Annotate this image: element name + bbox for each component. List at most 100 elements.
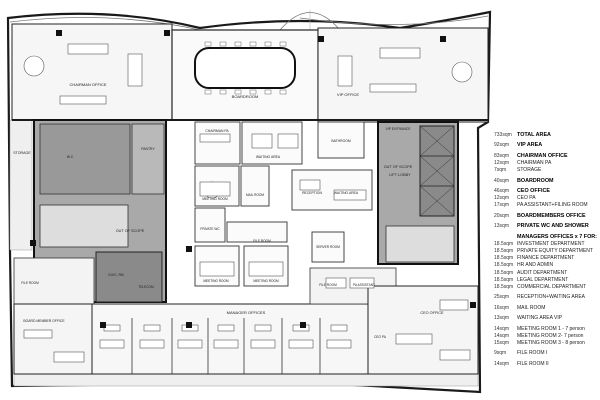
file-room-left-room bbox=[13, 257, 95, 305]
legend-area: 15sqm bbox=[494, 339, 510, 346]
legend-row: 46sqm CEO OFFICE bbox=[494, 188, 598, 195]
legend-area: 20sqm bbox=[494, 212, 510, 219]
legend-row: 13sqm PRIVATE WC AND SHOWER bbox=[494, 223, 598, 230]
label-board-member-office: BOARD MEMBER OFFICE bbox=[23, 319, 65, 323]
label-file-room-right: FILE ROOM bbox=[319, 283, 337, 287]
stair-left bbox=[39, 204, 129, 248]
legend-name: TOTAL AREA bbox=[517, 132, 551, 138]
legend-name: CHAIRMAN PA bbox=[517, 159, 552, 166]
legend-area: 7sqm bbox=[494, 167, 507, 174]
legend-row: 14sqm MEETING ROOM 2- 7 person bbox=[494, 333, 598, 340]
legend-name: CEO OFFICE bbox=[517, 187, 550, 194]
legend-row: MANAGERS OFFICES x 7 FOR: bbox=[494, 234, 598, 241]
curtain-wall-top bbox=[9, 17, 201, 31]
legend-name: MEETING ROOM 1 - 7 person bbox=[517, 325, 585, 332]
label-meeting-room-3: MEETING ROOM bbox=[253, 279, 279, 283]
wc-block bbox=[39, 123, 131, 195]
legend-name: MANAGERS OFFICES x 7 FOR: bbox=[517, 233, 597, 240]
legend-area: 18.5sqm bbox=[494, 269, 514, 276]
legend-area: 14sqm bbox=[494, 325, 510, 332]
boardroom-chairs bbox=[204, 41, 287, 95]
label-bathroom: BATHROOM bbox=[331, 139, 351, 143]
boardroom-table bbox=[194, 47, 296, 89]
label-storage: STORAGE bbox=[13, 151, 31, 155]
elec-telecom-block bbox=[95, 251, 163, 303]
furniture bbox=[23, 43, 473, 363]
label-reception: RECEPTION bbox=[302, 191, 322, 195]
perimeter-strip-left bbox=[9, 119, 33, 251]
room-labels: CHAIRMAN OFFICE VIP OFFICE BOARDROOM STO… bbox=[13, 82, 444, 339]
legend-name: FINANCE DEPARTMENT bbox=[517, 255, 575, 262]
legend-area: 14sqm bbox=[494, 360, 510, 367]
legend-area: 18.5sqm bbox=[494, 247, 514, 254]
legend-name: COMMERCIAL DEPARTMENT bbox=[517, 283, 587, 290]
legend-area: 733sqm bbox=[494, 132, 512, 138]
label-chairman-office: CHAIRMAN OFFICE bbox=[69, 82, 106, 87]
legend-row: 20sqm BOARDMEMBERS OFFICE bbox=[494, 213, 598, 220]
label-wc: W.C bbox=[67, 155, 74, 159]
label-file-room-mid: FILE ROOM bbox=[253, 239, 271, 243]
legend-area: 18.5sqm bbox=[494, 276, 514, 283]
legend-name: BOARDMEMBERS OFFICE bbox=[517, 212, 586, 219]
label-pa-assistant: PA ASSISTANT bbox=[353, 283, 375, 287]
label-meeting-room-1: MEETING ROOM bbox=[202, 197, 228, 201]
legend-name: CHAIRMAN OFFICE bbox=[517, 152, 568, 159]
manager-office-partitions bbox=[131, 318, 321, 374]
legend-name: AUDIT DEPARTMENT bbox=[517, 269, 568, 276]
legend-area: 92sqm bbox=[494, 142, 510, 149]
label-out-of-scope-right: OUT OF SCOPE bbox=[384, 165, 413, 169]
legend-row: 12sqm CEO PA bbox=[494, 195, 598, 202]
legend-name: PA ASSISTANT+FILING ROOM bbox=[517, 202, 588, 209]
legend-area: 46sqm bbox=[494, 187, 510, 194]
label-ceo-office: CEO OFFICE bbox=[420, 311, 444, 315]
legend-name: MEETING ROOM 2- 7 person bbox=[517, 332, 584, 339]
legend-area: 16sqm bbox=[494, 304, 510, 311]
curtain-wall-top-right bbox=[299, 15, 489, 25]
pantry-block bbox=[131, 123, 165, 195]
label-lift-lobby: LIFT LOBBY bbox=[389, 173, 411, 177]
legend-name: INVESTMENT DEPARTMENT bbox=[517, 240, 585, 247]
label-pantry: PANTRY bbox=[141, 147, 155, 151]
legend-row: 40sqm BOARDROOM bbox=[494, 178, 598, 185]
legend-name: HR AND ADMIN bbox=[517, 262, 554, 269]
label-vip-office: VIP OFFICE bbox=[337, 92, 359, 97]
legend-name: LEGAL DEPARTMENT bbox=[517, 276, 569, 283]
legend-row: 14sqm MEETING ROOM 1 - 7 person bbox=[494, 326, 598, 333]
label-telecom: TELECOM bbox=[138, 285, 154, 289]
legend-name: BOARDROOM bbox=[517, 177, 554, 184]
columns bbox=[30, 30, 476, 328]
legend-area: 14sqm bbox=[494, 332, 510, 339]
label-ceo-pa: CEO PA bbox=[374, 335, 387, 339]
legend-name: VIP AREA bbox=[517, 142, 543, 149]
label-private-wc: PRIVATE WC bbox=[200, 227, 220, 231]
legend-area: 40sqm bbox=[494, 177, 510, 184]
legend-name: CEO PA bbox=[517, 195, 536, 202]
board-member-office-room bbox=[13, 303, 93, 375]
legend-name: PRIVATE EQUITY DEPARTMENT bbox=[517, 247, 593, 254]
label-boardroom: BOARDROOM bbox=[232, 94, 259, 99]
label-out-of-scope-left: OUT OF SCOPE bbox=[116, 229, 145, 233]
legend-area: 12sqm bbox=[494, 159, 510, 166]
legend-name: PRIVATE WC AND SHOWER bbox=[517, 223, 589, 230]
legend-area: 18.5sqm bbox=[494, 262, 514, 269]
label-mail-room: MAIL ROOM bbox=[246, 193, 264, 197]
legend-area: 18.5sqm bbox=[494, 240, 514, 247]
legend-area: 13sqm bbox=[494, 223, 510, 230]
label-waiting-area-mid: WAITING AREA bbox=[334, 191, 359, 195]
legend-area: 12sqm bbox=[494, 195, 510, 202]
legend-name: WAITING AREA VIP bbox=[517, 315, 563, 322]
legend-row: 92sqm VIP AREA bbox=[494, 142, 598, 149]
